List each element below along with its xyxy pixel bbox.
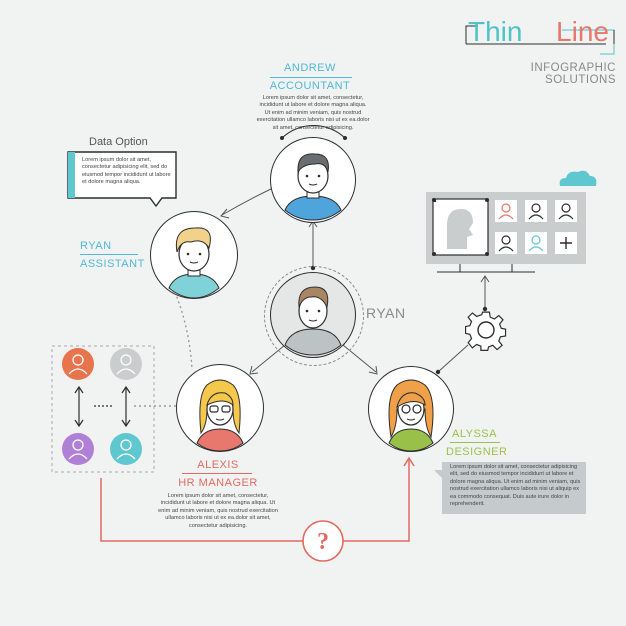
- alexis-name: ALEXIS: [197, 459, 239, 471]
- alyssa-role: DESIGNER: [446, 446, 508, 458]
- ryan-assistant-face-icon: [168, 227, 220, 299]
- brand-title: Thin Line: [468, 16, 609, 48]
- andrew-avatar[interactable]: [270, 137, 356, 223]
- andrew-rule: [270, 77, 352, 78]
- andrew-name: ANDREW: [284, 62, 336, 74]
- question-mark-icon[interactable]: ?: [317, 529, 329, 555]
- ryan-assistant-role: ASSISTANT: [80, 258, 145, 270]
- brand-title-part1: Thin: [468, 16, 523, 47]
- andrew-face-icon: [284, 153, 342, 221]
- person-icon: [116, 439, 136, 460]
- andrew-role: ACCOUNTANT: [269, 80, 351, 92]
- gear-icon[interactable]: [462, 306, 510, 354]
- grid-avatar-purple[interactable]: [62, 433, 94, 465]
- alyssa-face-icon: [388, 379, 434, 452]
- alyssa-name: ALYSSA: [452, 428, 497, 440]
- person-icon: [68, 439, 88, 460]
- person-icon[interactable]: [495, 200, 517, 222]
- person-icon[interactable]: [525, 200, 547, 222]
- alexis-role: HR MANAGER: [178, 477, 258, 489]
- person-icon[interactable]: [525, 232, 547, 254]
- brand-subtitle: INFOGRAPHIC SOLUTIONS: [524, 62, 616, 86]
- data-option-text: Lorem ipsum dolor sit amet, consectetur …: [82, 157, 171, 186]
- cloud-icon: [559, 170, 597, 186]
- ryan-assistant-name: RYAN: [80, 240, 112, 252]
- grid-avatar-orange[interactable]: [62, 348, 94, 380]
- andrew-description: Lorem ipsum dolor sit amet, consectetur,…: [256, 95, 370, 131]
- ryan-center-avatar[interactable]: [270, 272, 356, 358]
- person-icon: [68, 354, 88, 375]
- person-icon[interactable]: [495, 232, 517, 254]
- data-option-label: Data Option: [89, 136, 148, 148]
- person-icon[interactable]: [555, 200, 577, 222]
- ryan-assistant-rule: [80, 254, 138, 255]
- alexis-face-icon: [196, 379, 244, 452]
- alyssa-rule: [450, 442, 500, 443]
- alexis-avatar[interactable]: [176, 364, 264, 452]
- ryan-center-ring: [264, 266, 364, 366]
- ryan-center-face-icon: [284, 286, 342, 356]
- brand-subtitle-line2: SOLUTIONS: [545, 74, 616, 86]
- brand-subtitle-line1: INFOGRAPHIC: [530, 62, 616, 74]
- plus-icon[interactable]: [555, 232, 577, 254]
- alyssa-avatar[interactable]: [368, 366, 454, 452]
- ryan-assistant-avatar[interactable]: [150, 211, 238, 299]
- alexis-description: Lorem ipsum dolor sit amet, consectetur,…: [158, 493, 278, 529]
- profile-picture-icon: [447, 209, 473, 249]
- grid-avatar-gray[interactable]: [110, 348, 142, 380]
- grid-avatar-cyan[interactable]: [110, 433, 142, 465]
- person-icon: [116, 354, 136, 375]
- brand-title-part2: Line: [556, 16, 609, 47]
- alexis-rule: [182, 473, 252, 474]
- alyssa-description: Lorem ipsum dolor sit amet, consectetur …: [450, 464, 581, 508]
- ryan-center-name: RYAN: [366, 305, 406, 321]
